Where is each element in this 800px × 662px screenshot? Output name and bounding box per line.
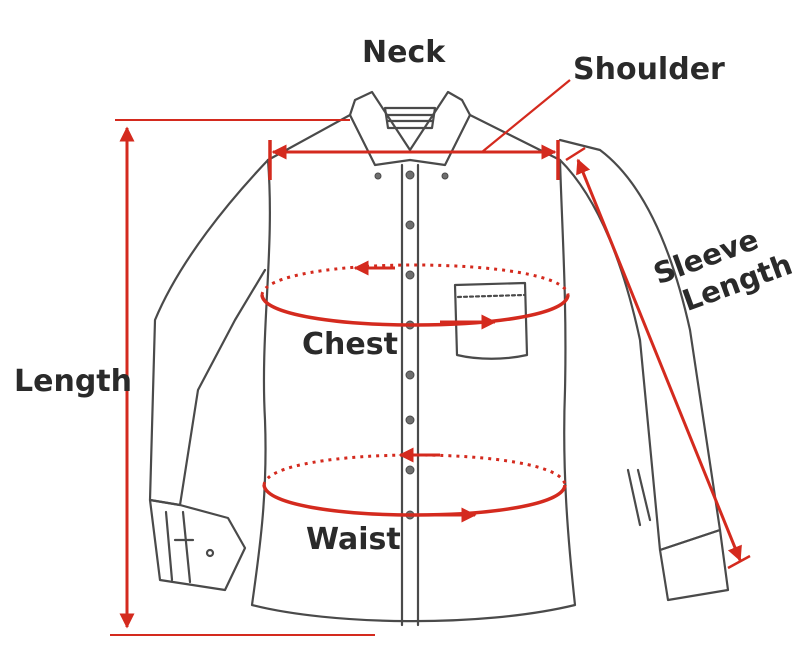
button [405, 220, 415, 230]
left-sleeve [148, 158, 270, 507]
button [405, 170, 415, 180]
chest-pocket [453, 281, 529, 360]
button [405, 370, 415, 380]
sleeve-tick-top [565, 146, 586, 162]
shoulder-leader [481, 79, 571, 153]
chest-front [260, 294, 570, 327]
shoulder-label: Shoulder [573, 52, 725, 87]
button [374, 172, 382, 180]
chest-back-dotted [260, 263, 570, 296]
right-sleeve [558, 138, 722, 552]
sleeve-arrow [576, 158, 742, 562]
sleeve-tick-bottom [727, 554, 751, 570]
buttons [374, 170, 449, 520]
button [405, 270, 415, 280]
right-cuff [658, 528, 730, 602]
left-cuff [148, 498, 247, 592]
shirt-icon [148, 90, 730, 627]
length-label: Length [14, 364, 132, 399]
waist-front [262, 484, 567, 517]
neck-label: Neck [362, 35, 446, 70]
shirt-body [250, 158, 577, 623]
chest-label: Chest [302, 327, 398, 362]
measurements [110, 79, 751, 636]
button [441, 172, 449, 180]
button [405, 465, 415, 475]
waist-label: Waist [306, 522, 401, 557]
button [405, 415, 415, 425]
